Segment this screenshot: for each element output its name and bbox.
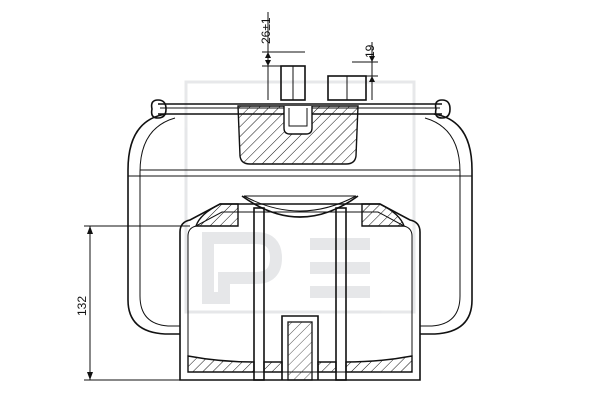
dimension-piston-height: 132	[75, 225, 190, 381]
piston	[179, 195, 421, 381]
dimension-label-stud-spacing: 19	[363, 44, 377, 58]
pe-logo-watermark	[184, 80, 416, 314]
dimension-label-piston-height: 132	[75, 296, 89, 316]
dimension-stud-spacing: 19	[352, 42, 378, 100]
rubber-bellows	[127, 113, 473, 335]
bead-plate-insert	[237, 105, 359, 165]
dimension-top-stud-offset: 26±1	[259, 12, 305, 100]
top-studs	[280, 65, 367, 101]
dimension-label-top-stud-offset: 26±1	[259, 17, 273, 44]
